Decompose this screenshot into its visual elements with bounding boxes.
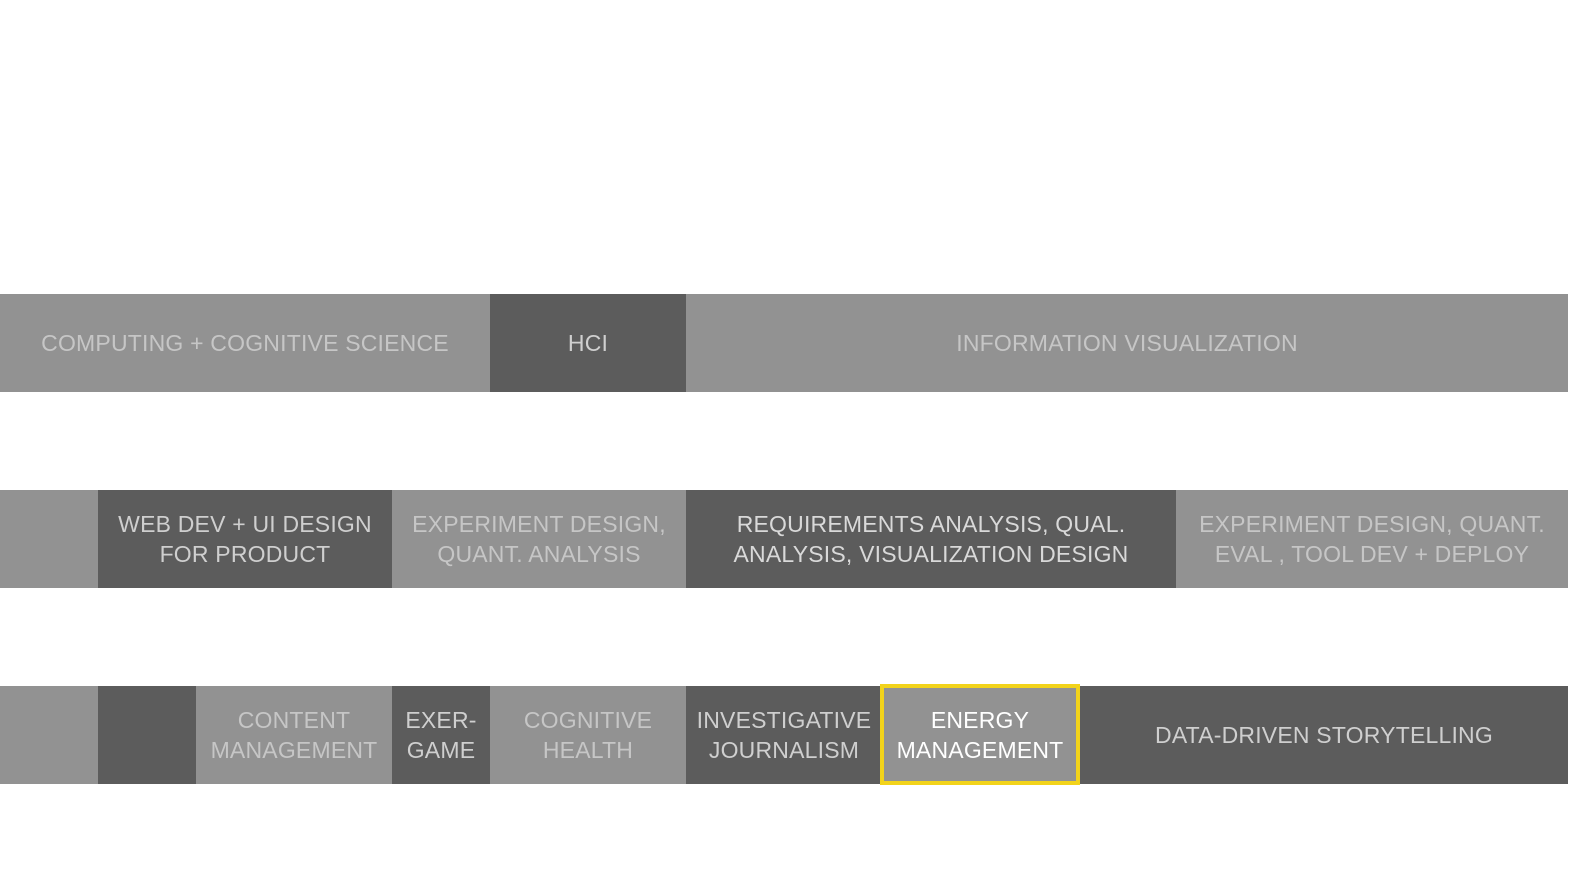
cell-web-dev-ui-design: WEB DEV + UI DESIGN FOR PRODUCT: [98, 490, 392, 588]
cell-experiment-design-quant-analysis: EXPERIMENT DESIGN, QUANT. ANALYSIS: [392, 490, 686, 588]
cell-domains-blank-dark: [98, 686, 196, 784]
cell-data-driven-storytelling: DATA-DRIVEN STORYTELLING: [1080, 686, 1568, 784]
cell-domains-blank-light: [0, 686, 98, 784]
cell-computing-cognitive-science: COMPUTING + COGNITIVE SCIENCE: [0, 294, 490, 392]
skills-row: WEB DEV + UI DESIGN FOR PRODUCT EXPERIME…: [0, 490, 1568, 588]
cell-experiment-design-tool-dev: EXPERIMENT DESIGN, QUANT. EVAL , TOOL DE…: [1176, 490, 1568, 588]
cell-hci: HCI: [490, 294, 686, 392]
cell-requirements-analysis: REQUIREMENTS ANALYSIS, QUAL. ANALYSIS, V…: [686, 490, 1176, 588]
cell-exergame: EXER- GAME: [392, 686, 490, 784]
cell-information-visualization: INFORMATION VISUALIZATION: [686, 294, 1568, 392]
domains-row: CONTENT MANAGEMENT EXER- GAME COGNITIVE …: [0, 684, 1568, 785]
cell-energy-management-highlighted: ENERGY MANAGEMENT: [880, 684, 1080, 785]
cell-investigative-journalism: INVESTIGATIVE JOURNALISM: [686, 686, 882, 784]
cell-skills-blank: [0, 490, 98, 588]
cell-cognitive-health: COGNITIVE HEALTH: [490, 686, 686, 784]
fields-row: COMPUTING + COGNITIVE SCIENCE HCI INFORM…: [0, 294, 1568, 392]
cell-content-management: CONTENT MANAGEMENT: [196, 686, 392, 784]
